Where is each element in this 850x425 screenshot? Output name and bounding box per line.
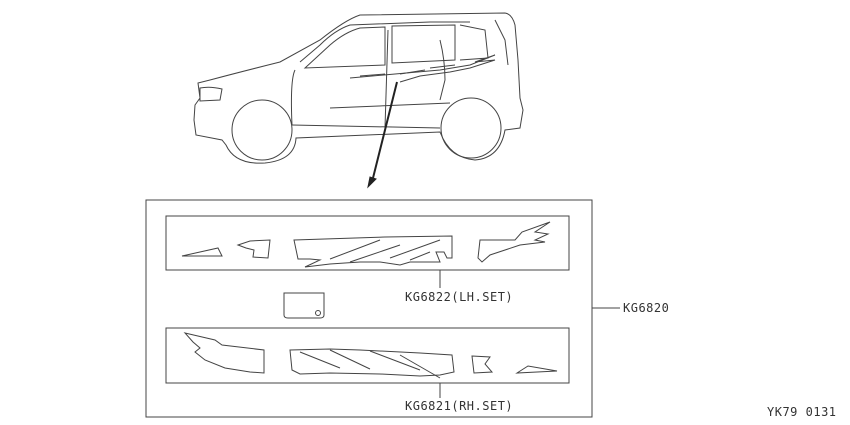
vehicle-illustration [193, 12, 524, 164]
rh-decal-pieces [183, 332, 558, 379]
lh-decal-pieces [181, 221, 551, 268]
rh-set-callout: KG6821(RH.SET) [405, 399, 514, 413]
lh-set-callout: KG6822(LH.SET) [405, 290, 514, 304]
pointer-arrow [371, 81, 398, 183]
figure-code: YK79 0131 [767, 405, 837, 419]
lh-decal-sheet [165, 215, 570, 271]
rh-decal-sheet [165, 327, 570, 384]
instruction-card [283, 292, 325, 319]
assembly-callout: KG6820 [623, 301, 670, 315]
arrow-head [367, 176, 377, 189]
assembly-frame [145, 199, 593, 418]
